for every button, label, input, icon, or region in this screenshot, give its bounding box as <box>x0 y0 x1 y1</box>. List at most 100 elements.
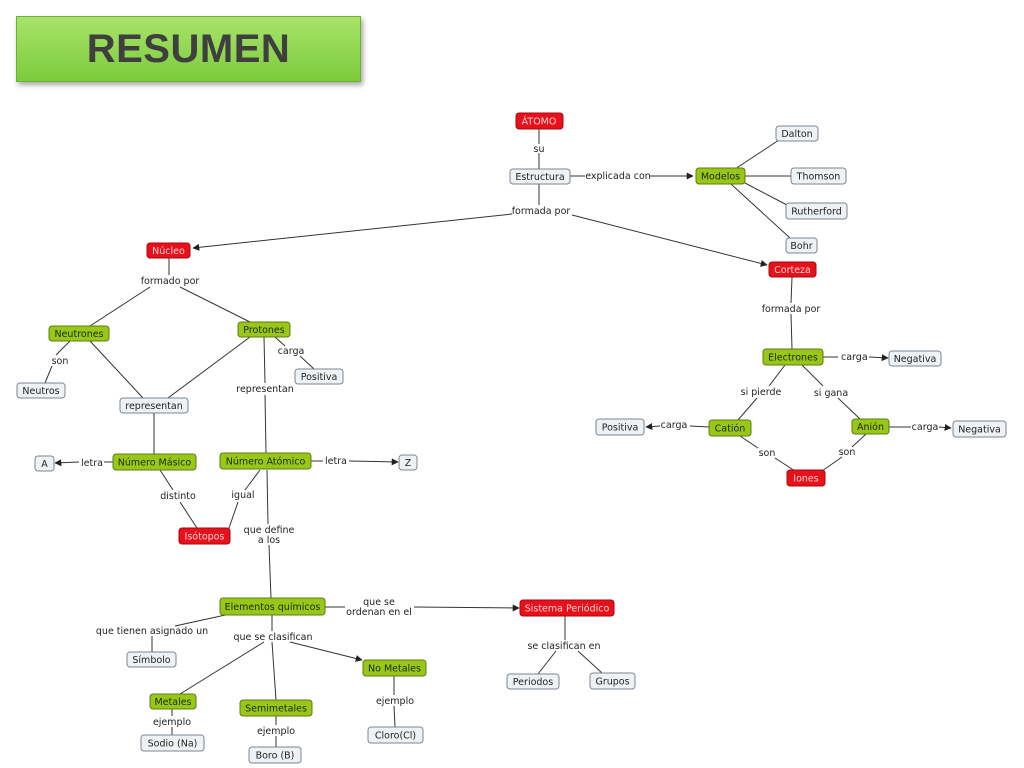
label-carga-anion: carga <box>912 422 939 433</box>
svg-text:Metales: Metales <box>154 697 191 708</box>
edge-sipierde-cation <box>737 397 758 421</box>
node-bohr[interactable]: Bohr <box>785 237 818 254</box>
edge-anion-son <box>851 433 867 448</box>
edge-corteza-formada <box>790 276 793 304</box>
node-representan[interactable]: representan <box>119 397 189 414</box>
svg-text:Cloro(Cl): Cloro(Cl) <box>375 731 416 742</box>
edge-cation-carga <box>689 425 710 428</box>
node-thomson[interactable]: Thomson <box>790 167 847 185</box>
edge-letra-a <box>54 459 80 467</box>
svg-text:Thomson: Thomson <box>796 172 841 183</box>
node-boro[interactable]: Boro (B) <box>248 746 302 764</box>
edge-igual-isotopos <box>228 501 239 529</box>
node-rutherford[interactable]: Rutherford <box>785 202 848 220</box>
svg-text:Negativa: Negativa <box>894 354 937 365</box>
edge-carga-positiva <box>299 355 315 370</box>
label-formado-por: formado por <box>141 276 200 287</box>
edge-atomico-igual <box>244 469 261 491</box>
edge-modelos-rutherford <box>744 182 788 206</box>
svg-text:Z: Z <box>405 458 412 469</box>
svg-text:Electrones: Electrones <box>768 353 818 364</box>
label-su: su <box>534 144 545 155</box>
node-numero-atomico[interactable]: Número Atómico <box>219 452 312 470</box>
link-labels: su explicada con formada por formado por… <box>52 144 939 737</box>
node-cloro[interactable]: Cloro(Cl) <box>367 726 424 744</box>
node-positiva-cation[interactable]: Positiva <box>595 418 645 436</box>
node-iones[interactable]: Iones <box>786 469 826 487</box>
node-cation[interactable]: Catión <box>708 419 752 437</box>
svg-text:ÁTOMO: ÁTOMO <box>522 116 557 128</box>
svg-text:Elementos químicos: Elementos químicos <box>225 602 321 613</box>
edge-atomico-define <box>266 469 269 525</box>
node-elementos-quimicos[interactable]: Elementos químicos <box>219 597 326 616</box>
node-sistema-periodico[interactable]: Sistema Periódico <box>519 599 615 617</box>
edge-protones-representanline <box>263 336 266 384</box>
svg-text:Dalton: Dalton <box>781 129 812 140</box>
node-periodos[interactable]: Periodos <box>506 673 560 690</box>
svg-text:Anión: Anión <box>857 422 884 433</box>
svg-text:Grupos: Grupos <box>595 677 629 688</box>
svg-text:Positiva: Positiva <box>602 423 639 434</box>
svg-text:Periodos: Periodos <box>513 677 553 688</box>
label-formada-por-corteza: formada por <box>762 304 821 315</box>
edge-formada-electrones <box>790 313 793 350</box>
node-nucleo[interactable]: Núcleo <box>146 242 191 259</box>
title-banner: RESUMEN <box>16 16 361 82</box>
label-letra-a: letra <box>81 458 103 469</box>
edge-masico-distinto <box>159 469 174 491</box>
label-carga-cation: carga <box>661 420 688 431</box>
edge-formado-protones <box>179 286 251 323</box>
svg-text:Isótopos: Isótopos <box>185 532 225 543</box>
node-estructura[interactable]: Estructura <box>509 168 571 185</box>
svg-text:Boro (B): Boro (B) <box>256 751 295 762</box>
node-dalton[interactable]: Dalton <box>775 125 819 142</box>
edge-son-neutros <box>44 365 53 384</box>
node-negativa-electrones[interactable]: Negativa <box>888 350 942 367</box>
label-si-gana: si gana <box>814 388 848 399</box>
edges <box>44 129 952 747</box>
svg-text:Núcleo: Núcleo <box>152 246 185 257</box>
node-modelos[interactable]: Modelos <box>695 167 746 185</box>
svg-text:Sodio (Na): Sodio (Na) <box>148 739 198 750</box>
svg-text:A: A <box>41 459 48 470</box>
svg-text:Iones: Iones <box>793 474 818 485</box>
label-carga-electrones: carga <box>841 352 868 363</box>
label-son-cation: son <box>759 448 776 459</box>
node-a[interactable]: A <box>34 455 55 472</box>
label-ordenan-en-el: ordenan en el <box>346 607 412 618</box>
node-positiva-protones[interactable]: Positiva <box>294 368 344 385</box>
node-z[interactable]: Z <box>398 454 418 471</box>
edge-define-elementos <box>268 544 272 599</box>
svg-text:Catión: Catión <box>715 424 746 435</box>
label-carga-protones: carga <box>278 346 305 357</box>
node-corteza[interactable]: Corteza <box>768 261 817 278</box>
label-a-los: a los <box>258 535 280 546</box>
node-grupos[interactable]: Grupos <box>589 672 636 690</box>
node-neutrones[interactable]: Neutrones <box>48 325 110 342</box>
node-simbolo[interactable]: Símbolo <box>126 651 177 668</box>
svg-text:Número Másico: Número Másico <box>118 458 192 469</box>
node-isotopos[interactable]: Isótopos <box>178 527 231 545</box>
node-neutros[interactable]: Neutros <box>16 382 66 399</box>
label-que-se: que se <box>363 597 395 608</box>
node-semimetales[interactable]: Semimetales <box>239 699 313 717</box>
label-formada-por-estructura: formada por <box>512 206 571 217</box>
node-negativa-anion[interactable]: Negativa <box>952 420 1007 438</box>
edge-ejemplo-cloro <box>393 705 396 728</box>
node-no-metales[interactable]: No Metales <box>362 659 427 677</box>
node-metales[interactable]: Metales <box>149 693 197 710</box>
label-se-clasifican-en: se clasifican en <box>527 641 600 652</box>
node-electrones[interactable]: Electrones <box>762 348 824 366</box>
svg-text:Modelos: Modelos <box>701 172 740 183</box>
node-sodio[interactable]: Sodio (Na) <box>140 734 205 752</box>
node-anion[interactable]: Anión <box>851 418 890 435</box>
node-protones[interactable]: Protones <box>237 321 291 338</box>
edge-quese-sistema <box>413 604 520 612</box>
edge-protones-representan <box>167 336 251 399</box>
edge-cation-son <box>739 435 759 449</box>
node-numero-masico[interactable]: Número Másico <box>112 453 197 471</box>
node-atomo[interactable]: ÁTOMO <box>515 112 564 130</box>
svg-text:Bohr: Bohr <box>790 241 812 252</box>
svg-text:Semimetales: Semimetales <box>245 704 307 715</box>
edge-seclasifican-periodos <box>537 650 557 675</box>
